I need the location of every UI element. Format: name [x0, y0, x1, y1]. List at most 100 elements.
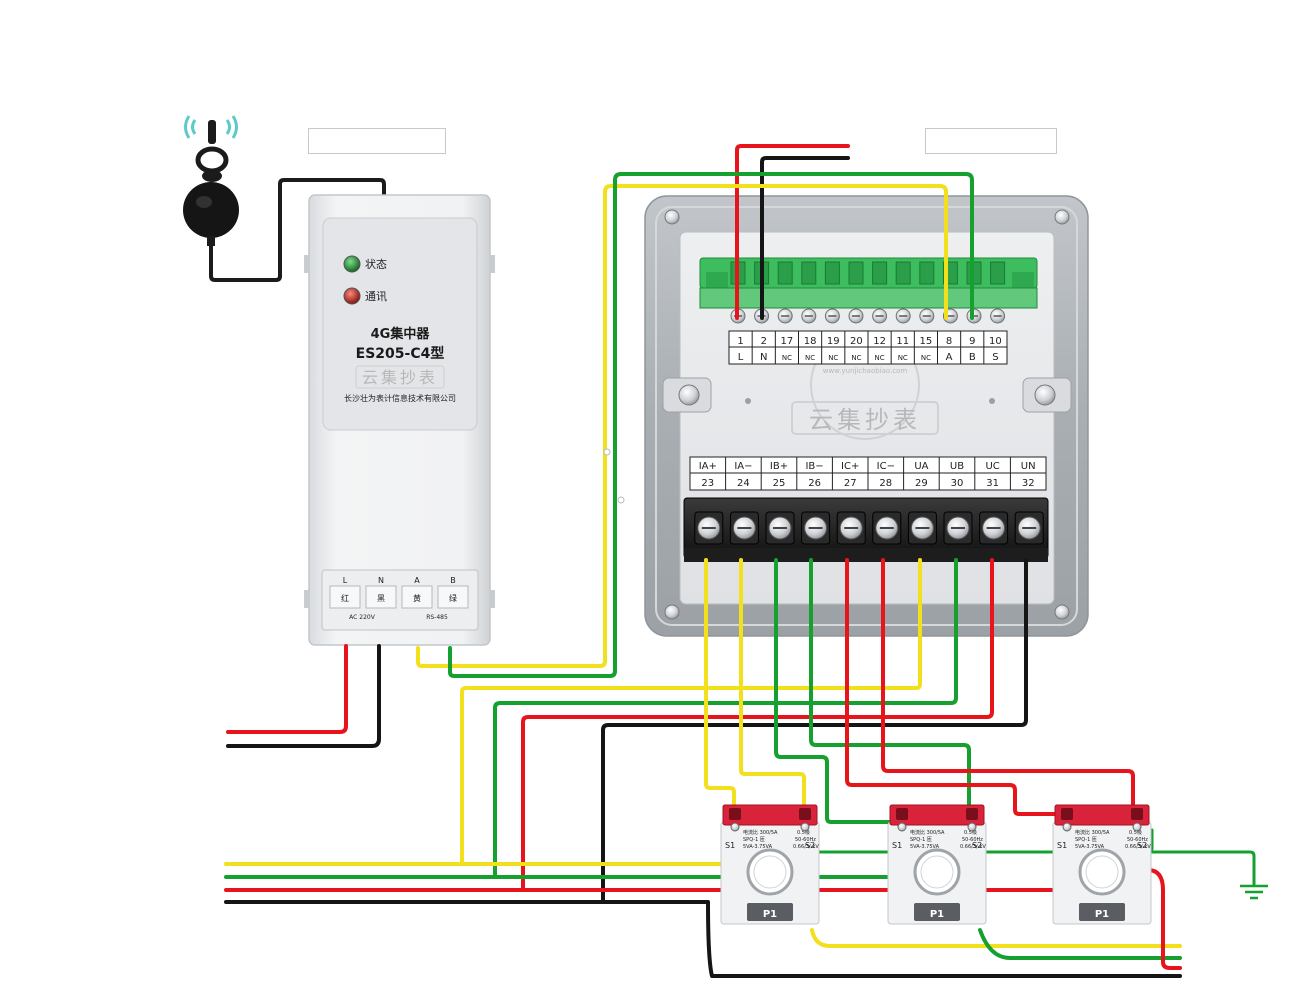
phase-C-through	[1146, 868, 1182, 970]
conc-terminal-letter: N	[378, 576, 384, 585]
antenna-cable	[209, 178, 386, 282]
meter-bottom-terminal-sig: UC	[985, 461, 999, 472]
meter-top-terminal-num: 12	[873, 336, 886, 347]
ct-label-line1: 电流比 300/5A	[1075, 829, 1110, 836]
device-title: 4G集中器	[371, 326, 431, 342]
wires	[224, 144, 1256, 978]
ct-voltage: 0.66/3/-kV	[793, 844, 819, 850]
concentrator-label-box	[308, 128, 446, 154]
wire-UN	[601, 558, 1028, 904]
meter-top-terminal-sig: L	[738, 352, 744, 363]
ct-accuracy: 0.5级	[964, 829, 977, 836]
wire-IA-	[739, 558, 806, 820]
meter-top-terminal-num: 19	[827, 336, 840, 347]
ct-s1-label: S1	[1057, 841, 1067, 850]
meter-bottom-terminal-sig: IC+	[841, 461, 859, 472]
ct-label-line3: 5VA-3.75VA	[1075, 844, 1105, 850]
conc-terminal-color: 黑	[377, 594, 385, 603]
meter-top-terminal-sig: NC	[782, 354, 792, 362]
ct-accuracy: 0.5级	[1129, 829, 1142, 836]
ct-s1-label: S1	[725, 841, 735, 850]
wire-485-B	[448, 172, 974, 678]
conc-terminal-letter: L	[343, 576, 348, 585]
ct-label-line1: 电流比 300/5A	[743, 829, 778, 836]
meter-top-terminal-sig: N	[760, 352, 767, 363]
meter-bottom-terminal-num: 26	[808, 478, 821, 489]
meter-top-terminal-num: 1	[737, 336, 743, 347]
wire-UA	[460, 558, 922, 864]
meter-bottom-terminal-num: 24	[737, 478, 750, 489]
concentrator-watermark: 云集抄表	[362, 368, 438, 387]
meter-bottom-terminal-sig: IA+	[699, 461, 717, 472]
wire-IC-	[881, 558, 1135, 820]
meter-top-terminal-sig: S	[992, 352, 998, 363]
phase-B-through	[978, 928, 1182, 960]
ct-label-line3: 5VA-3.75VA	[743, 844, 773, 850]
power-meter: www.yunjichaobiao.com 云集抄表 1L2N17NC18NC1…	[644, 195, 1089, 637]
meter-top-terminal-num: 11	[896, 336, 909, 347]
conc-terminal-letter: B	[450, 576, 456, 585]
ct-freq: 50-60Hz	[795, 837, 816, 843]
phase-A-through	[810, 928, 1182, 948]
meter-bottom-terminal-num: 23	[701, 478, 714, 489]
comm-label: 通讯	[365, 290, 387, 303]
status-label: 状态	[365, 257, 387, 271]
meter-bottom-terminal-num: 25	[773, 478, 786, 489]
wire-conc-N	[226, 644, 381, 748]
conc-terminal-color: 黄	[413, 593, 421, 603]
wire-485-A	[416, 184, 948, 668]
meter-top-terminal-num: 10	[989, 336, 1002, 347]
concentrator-device: 状态 通讯 4G集中器 ES205-C4型 云集抄表 长沙壮为表计信息技术有限公…	[304, 194, 495, 646]
meter-top-terminal-sig: NC	[851, 354, 861, 362]
ct-label-line2: SPQ-1 匝	[910, 837, 932, 843]
ct-label-line3: 5VA-3.75VA	[910, 844, 940, 850]
meter-bottom-terminal-sig: IA−	[734, 461, 752, 472]
meter-bottom-terminal-num: 30	[951, 478, 964, 489]
meter-top-terminal-num: 17	[781, 336, 794, 347]
ct-s2-label: S2	[805, 841, 815, 850]
wire-IB-	[809, 558, 971, 820]
meter-bottom-terminal-num: 27	[844, 478, 857, 489]
ct-accuracy: 0.5级	[797, 829, 810, 836]
conc-terminal-letter: A	[414, 576, 420, 585]
ct-freq: 50-60Hz	[1127, 837, 1148, 843]
meter-label-box	[925, 128, 1057, 154]
meter-bottom-terminal-num: 32	[1022, 478, 1035, 489]
ct-voltage: 0.66/3/-kV	[960, 844, 986, 850]
bus-black	[224, 900, 1182, 978]
wire-UB	[493, 558, 958, 878]
meter-bottom-terminal-num: 29	[915, 478, 928, 489]
meter-top-terminal-sig: NC	[921, 354, 931, 362]
meter-top-terminal-sig: NC	[875, 354, 885, 362]
status-led	[343, 255, 361, 273]
ct-p1-label: P1	[930, 909, 944, 920]
wire-IB+	[774, 558, 897, 824]
meter-top-terminal-num: 15	[920, 336, 933, 347]
comm-led	[343, 287, 361, 305]
ct-label-line2: SPQ-1 匝	[743, 837, 765, 843]
meter-top-terminal-num: 20	[850, 336, 863, 347]
meter-bottom-terminal-sig: IB+	[770, 461, 788, 472]
ct-s2-label: S2	[1137, 841, 1147, 850]
meter-bottom-terminal-sig: IC−	[877, 461, 895, 472]
meter-top-terminal-sig: NC	[828, 354, 838, 362]
power-label: AC 220V	[349, 614, 376, 621]
device-model: ES205-C4型	[356, 345, 445, 362]
conc-terminal-color: 绿	[449, 594, 457, 603]
ct-p1-label: P1	[763, 909, 777, 920]
wire-UC	[521, 558, 994, 892]
meter-top-terminal-sig: A	[946, 352, 953, 363]
ct-s1-label: S1	[892, 841, 902, 850]
ground-icon	[1240, 884, 1268, 900]
wire-IC+	[845, 558, 1068, 816]
conc-terminal-color: 红	[341, 593, 349, 603]
meter-top-terminal-sig: NC	[898, 354, 908, 362]
meter-url-watermark: www.yunjichaobiao.com	[823, 367, 908, 375]
ct-label-line2: SPQ-1 匝	[1075, 837, 1097, 843]
ct-voltage: 0.66/3/-kV	[1125, 844, 1151, 850]
meter-bottom-terminal-sig: IB−	[805, 461, 823, 472]
